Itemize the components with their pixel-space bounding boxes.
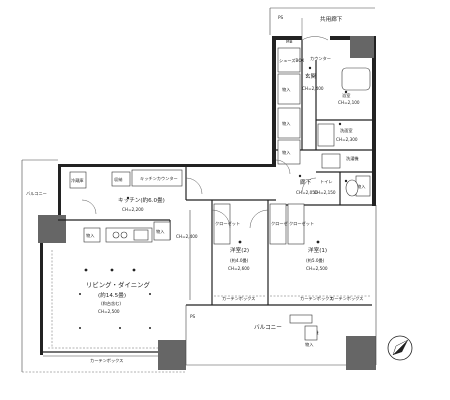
toilet-ceiling: CH=2,150 — [314, 190, 336, 195]
wic-room2 — [213, 203, 231, 245]
western1-size: (約5.0畳) — [306, 257, 325, 264]
outer-walls — [21, 36, 377, 373]
ld-incl: (和台含む) — [101, 300, 121, 307]
wash-machine-label: 洗濯機 — [346, 155, 359, 162]
wic-label-1: クローゼット — [215, 220, 240, 227]
ld-size: (約14.5畳) — [98, 291, 126, 299]
kitchen-area: キッチンカウンター キッチン(約6.0畳) CH=2,200 冷蔵庫 — [69, 169, 183, 243]
washing-machine — [321, 153, 341, 169]
ceiling-lights — [79, 66, 348, 329]
kitchen-counter-back — [131, 169, 183, 187]
mb-label: MB — [286, 39, 293, 44]
wet-area: 浴室 CH=2,100 洗面室 CH=2,300 洗濯機 トイレ CH=2,15… — [314, 67, 371, 197]
wall-left-lower — [40, 215, 43, 355]
western-room-2: 洋室(2) (約4.0畳) CH=2,600 カーテンボックス — [214, 246, 266, 302]
closet-label-5: 物入 — [156, 228, 165, 235]
bath-label: 浴室 — [342, 92, 350, 99]
common-corridor-area: 共用廊下 PS — [269, 7, 375, 35]
pantry-label: 収納 — [114, 176, 122, 183]
wash-ceiling: CH=2,300 — [336, 137, 358, 142]
closet-entrance-3 — [277, 107, 301, 139]
wall-ldk-top — [58, 164, 276, 167]
closet-ldk-1 — [83, 227, 101, 243]
western1-ceiling: CH=2,500 — [306, 266, 328, 271]
counter-label: カウンター — [310, 55, 331, 62]
wash-label: 洗面室 — [340, 127, 353, 134]
kitchen-ceiling: CH=2,200 — [122, 207, 144, 212]
doors — [81, 159, 317, 229]
column-left — [38, 215, 66, 243]
refrigerator — [69, 171, 87, 189]
curtain-box-r1b: カーテンボックス — [330, 295, 363, 302]
curtain-box-r1: カーテンボックス — [300, 295, 333, 302]
balcony-label: バルコニー — [254, 324, 282, 331]
wall-upper-left — [272, 36, 276, 166]
closet-label-2: 物入 — [282, 120, 291, 127]
wall-upper-right — [372, 36, 376, 206]
curtain-box-ld: カーテンボックス — [90, 357, 123, 364]
closet-entrance-2 — [277, 73, 301, 105]
wall-upper-top-a — [272, 36, 302, 40]
column-bottom-left — [158, 340, 186, 370]
closet-label-4: 物入 — [86, 232, 95, 239]
bath-ceiling: CH=2,100 — [338, 100, 360, 105]
toilet-label: トイレ — [320, 179, 333, 184]
wic-label-3: クローゼット — [289, 220, 314, 227]
closets: シューズBOX 物入 物入 物入 クローゼット クローゼット クローゼット 物入… — [83, 47, 371, 348]
closet-balcony — [304, 325, 318, 341]
entrance-door-arc — [301, 36, 329, 41]
wall-left-upper — [58, 164, 61, 220]
entrance-label: 玄関 — [305, 72, 317, 80]
western2-size: (約4.0畳) — [230, 257, 249, 264]
corridor-label: 廊下 — [300, 178, 312, 186]
wic-room1-b — [287, 203, 305, 245]
wic-room1-a — [269, 203, 287, 245]
ps-label-balcony: PS — [190, 314, 196, 319]
closet-label-7: 物入 — [305, 341, 314, 348]
ps-label-top: PS — [278, 15, 284, 20]
bathtub — [341, 67, 371, 91]
pantry — [111, 171, 131, 187]
curtain-box-r2: カーテンボックス — [222, 295, 255, 302]
north-arrow-icon — [387, 335, 413, 361]
balcony-area: バルコニー バルコニー PS — [26, 191, 282, 331]
ld-label: リビング・ダイニング — [86, 280, 151, 289]
toilet-bowl — [345, 179, 359, 197]
closet-label-3: 物入 — [282, 149, 291, 156]
corridor-ceiling: CH=2,050 — [296, 190, 318, 195]
closet-ldk-2 — [153, 221, 171, 241]
outdoor-unit — [289, 314, 313, 324]
living-dining: リビング・ダイニング (約14.5畳) (和台含む) CH=2,500 CH=2… — [48, 234, 198, 364]
ld-ceiling-2: CH=2,400 — [176, 234, 198, 239]
western1-label: 洋室(1) — [308, 246, 327, 254]
closet-corridor — [277, 139, 301, 165]
column-top-right — [350, 36, 374, 58]
closet-entrance-1 — [277, 47, 301, 73]
kitchen-counter-label: キッチンカウンター — [140, 175, 178, 182]
closet-label-6: 物入 — [357, 183, 366, 190]
entrance-area: カウンター 玄関 CH=2,400 MB 廊下 CH=2,050 — [286, 18, 331, 195]
balcony-label-left: バルコニー — [26, 191, 47, 196]
ld-ceiling: CH=2,500 — [98, 309, 120, 314]
entrance-ceiling: CH=2,400 — [302, 86, 324, 91]
kitchen-label: キッチン(約6.0畳) — [118, 196, 165, 204]
western-room-1: 洋室(1) (約5.0畳) CH=2,500 カーテンボックス カーテンボックス — [270, 246, 370, 302]
western2-ceiling: CH=2,600 — [228, 266, 250, 271]
wic-label-2: クローゼット — [271, 220, 296, 227]
common-corridor-label: 共用廊下 — [320, 15, 343, 23]
western2-label: 洋室(2) — [230, 246, 249, 254]
shoe-box-label: シューズBOX — [279, 57, 304, 64]
refrigerator-label: 冷蔵庫 — [71, 177, 84, 184]
closet-label-1: 物入 — [282, 86, 291, 93]
column-bottom-right — [346, 336, 376, 370]
washbasin — [317, 123, 335, 147]
